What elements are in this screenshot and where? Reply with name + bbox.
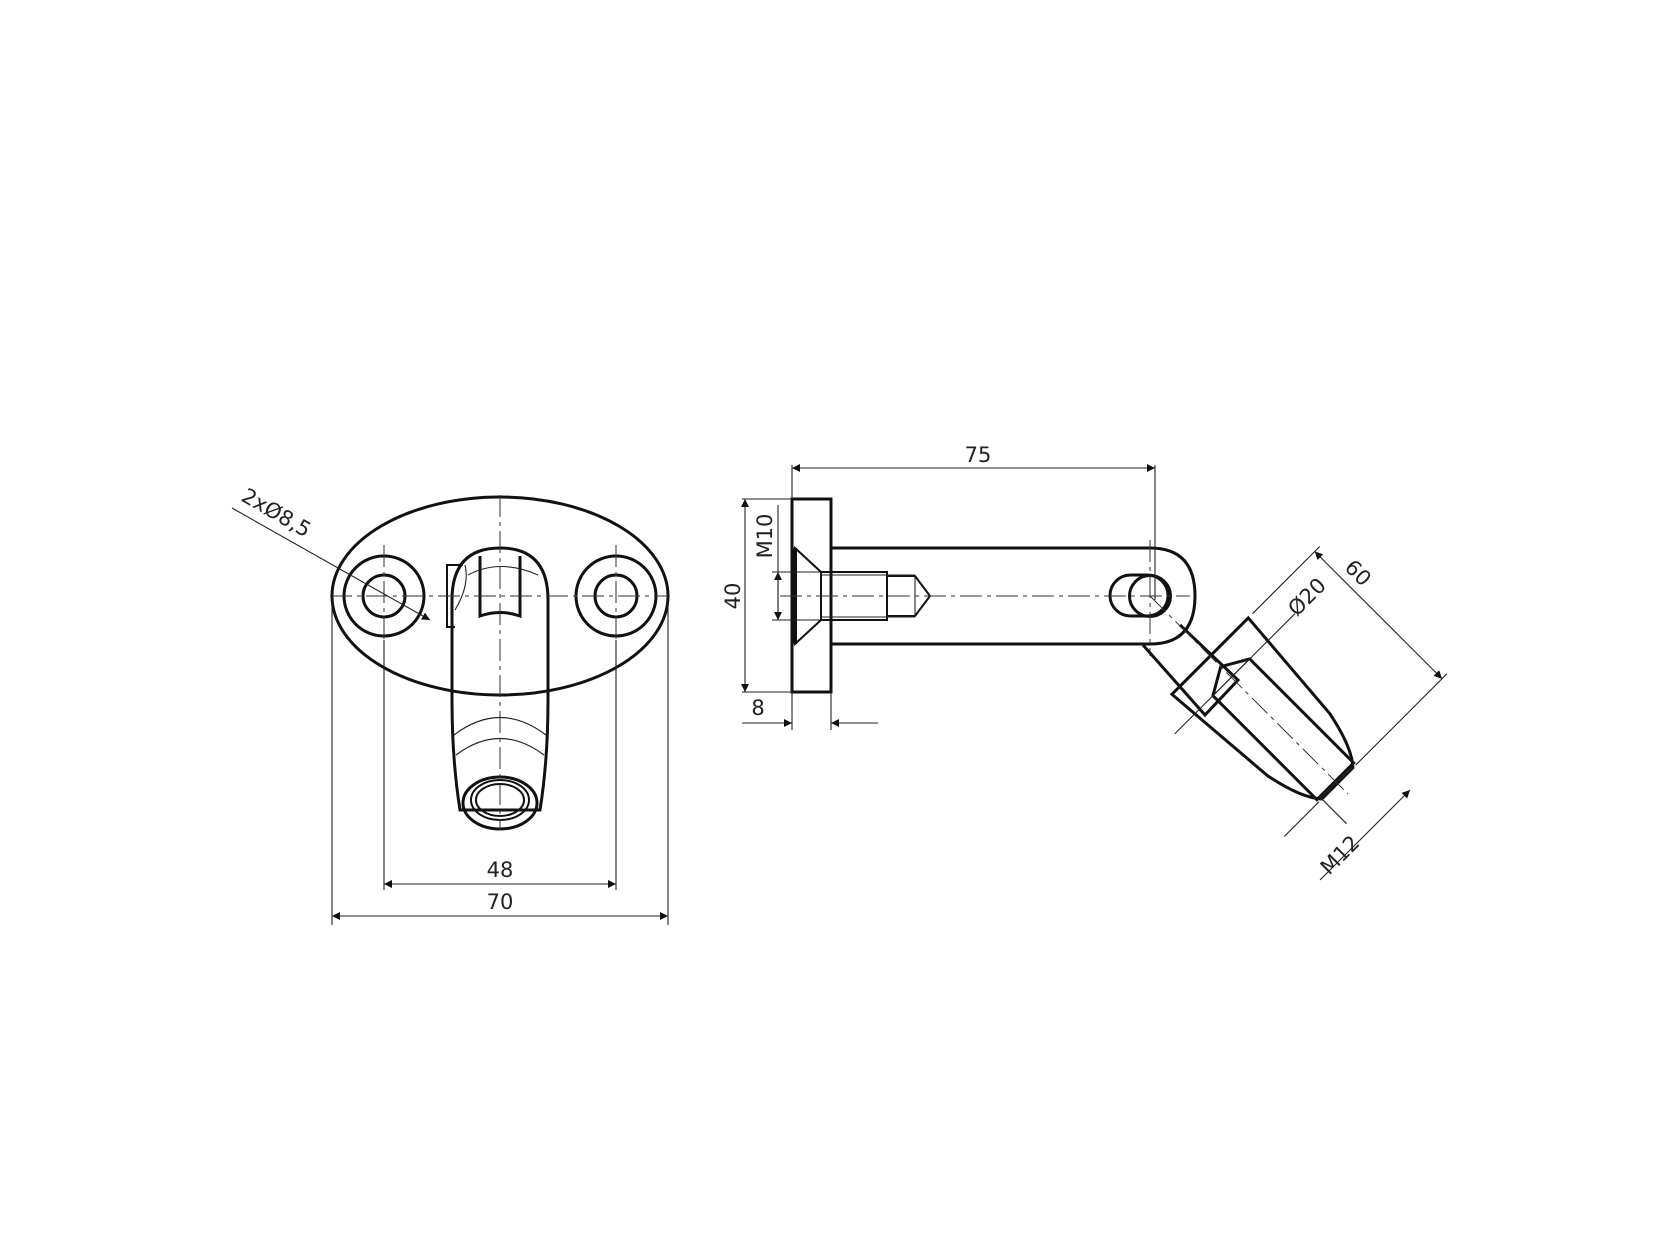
dim-40-label: 40 xyxy=(721,583,745,610)
tube-body xyxy=(450,546,550,812)
dim-m12-label: M12 xyxy=(1316,831,1365,880)
hole-leader xyxy=(231,507,431,621)
ext-line-60-end xyxy=(1355,673,1448,766)
dim-75-label: 75 xyxy=(965,443,992,467)
arm-section xyxy=(829,546,1197,646)
front-view: 2xØ8,5 48 70 xyxy=(231,484,670,925)
ext-line-60-start xyxy=(1252,546,1321,615)
ext-m12-a xyxy=(1319,796,1347,825)
tube-centerline xyxy=(1149,595,1349,795)
bolt-tip xyxy=(886,575,932,617)
tab-edge xyxy=(454,564,467,611)
dim-8-label: 8 xyxy=(751,696,764,720)
dim-48-label: 48 xyxy=(487,858,514,882)
dim-70-label: 70 xyxy=(487,890,514,914)
side-section-view: 60 Ø20 M12 75 40 M10 8 xyxy=(721,443,1448,881)
ext-line-m12 xyxy=(1283,801,1320,837)
dim-m10-label: M10 xyxy=(753,514,777,559)
dim-d20-label: Ø20 xyxy=(1283,573,1331,621)
dim-line-60 xyxy=(1314,551,1443,680)
tube-bore-section xyxy=(1211,657,1356,802)
tube-inner-arc xyxy=(467,566,539,576)
dim-line-d20 xyxy=(1174,613,1296,735)
dim-line-m12 xyxy=(1319,789,1411,881)
connector-neck xyxy=(1141,623,1241,718)
dim-60-label: 60 xyxy=(1340,555,1376,591)
angled-tube xyxy=(1149,546,1448,837)
